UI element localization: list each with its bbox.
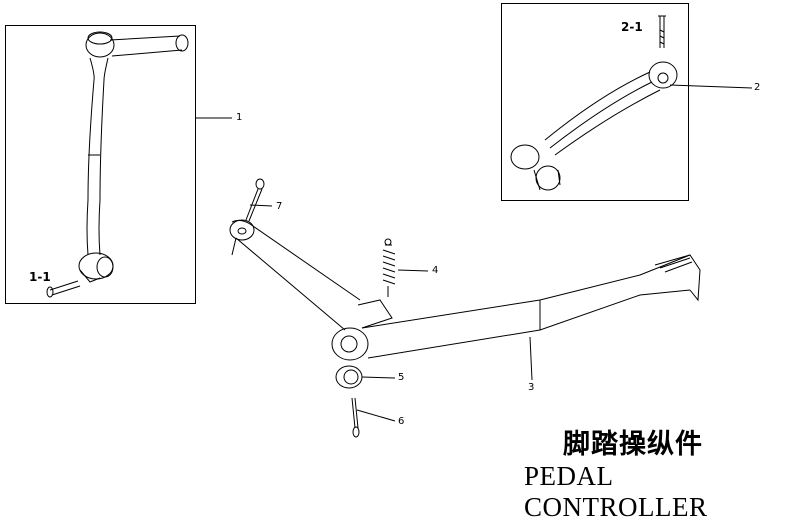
callout-1: 1 bbox=[236, 112, 243, 123]
pedal-arm-part-2 bbox=[510, 61, 678, 191]
callout-2-1: 2-1 bbox=[621, 20, 643, 34]
callout-1-1: 1-1 bbox=[29, 270, 51, 284]
callout-6: 6 bbox=[398, 416, 405, 427]
callout-7: 7 bbox=[276, 201, 283, 212]
callout-3: 3 bbox=[528, 382, 535, 393]
washer-part-5 bbox=[335, 365, 363, 389]
parts-diagram bbox=[5, 3, 753, 438]
cotter-pin-part-7 bbox=[231, 178, 265, 256]
spring-part-4 bbox=[382, 238, 396, 297]
leader-line-7 bbox=[249, 204, 273, 207]
leader-line-3 bbox=[529, 336, 533, 381]
leader-line-5 bbox=[361, 376, 396, 379]
brake-pedal-part-3 bbox=[229, 219, 701, 361]
bolt-part-2-1 bbox=[658, 15, 666, 48]
leader-line-6 bbox=[356, 409, 396, 422]
detail-box-part-2 bbox=[501, 3, 689, 201]
bolt-part-1-1 bbox=[46, 280, 81, 298]
callout-4: 4 bbox=[432, 265, 439, 276]
callout-5: 5 bbox=[398, 372, 405, 383]
detail-box-part-1 bbox=[5, 25, 196, 304]
leader-line-2 bbox=[669, 84, 753, 89]
title-english: PEDAL CONTROLLER bbox=[524, 461, 708, 522]
cotter-pin-part-6 bbox=[351, 397, 360, 438]
leader-line-4 bbox=[397, 269, 429, 272]
callout-2: 2 bbox=[754, 82, 761, 93]
shift-lever-part-1 bbox=[78, 31, 189, 283]
title-chinese: 脚踏操纵件 bbox=[563, 429, 703, 460]
